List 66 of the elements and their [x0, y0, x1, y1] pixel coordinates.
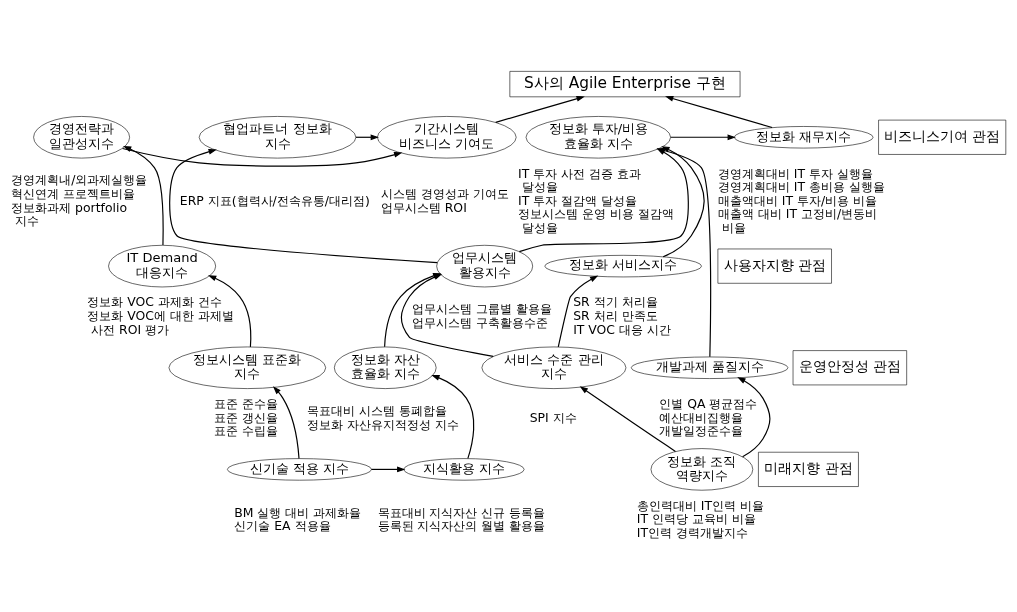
node-ellipse: 지식활용 지수	[403, 458, 525, 481]
node-ellipse: 신기술 적용 지수	[227, 458, 372, 481]
node-ellipse: 개발과제 품질지수	[630, 356, 789, 379]
node-label: 시스템 경영성과 기여도	[380, 186, 509, 202]
node-label: 혁신연계 프로젝트비율	[11, 186, 136, 202]
node-box: 비즈니스기여 관점	[878, 119, 1007, 155]
node-label: SPI 지수	[529, 409, 577, 425]
node-ellipse: 업무시스템 활용지수	[436, 245, 533, 288]
arrow	[431, 374, 475, 459]
arrow	[579, 386, 677, 452]
node-label: 표준 준수율	[214, 396, 279, 412]
node-ellipse: 서비스 수준 관리 지수	[481, 346, 627, 389]
node-label: 경영계획대비 IT 투자 실행율	[717, 165, 873, 181]
node-label: 업무시스템 그룹별 활용율	[412, 301, 553, 317]
node-label: 신기술 EA 적용율	[234, 518, 331, 534]
node-box: 사용자지향 관점	[717, 248, 832, 284]
arrow	[208, 275, 252, 348]
node-ellipse: 정보화 자산 효율화 지수	[334, 346, 437, 389]
node-label: 인별 QA 평균점수	[659, 396, 758, 412]
node-label: 매출액대비 IT 투자/비용 비율	[717, 192, 878, 208]
node-label: 경영계획대비 IT 총비용 실행율	[717, 179, 885, 195]
node-label: ERP 지표(협력사/전속유통/대리점)	[179, 192, 370, 208]
node-label: BM 실행 대비 과제화율	[234, 504, 362, 520]
node-label: 업무시스템 구축활용수준	[412, 314, 549, 330]
node-label: 경영계획내/외과제실행율	[11, 172, 148, 188]
arrow	[169, 148, 438, 264]
node-ellipse: 정보시스템 표준화 지수	[168, 346, 327, 389]
node-label: IT 투자 사전 검증 효과 달성율	[518, 165, 642, 195]
node-label: 표준 갱신율	[214, 409, 279, 425]
node-label: 매출액 대비 IT 고정비/변동비 비율	[717, 206, 878, 236]
node-ellipse: 정보화 조직 역량지수	[650, 448, 754, 491]
node-label: IT 투자 절감액 달성율	[518, 192, 638, 208]
arrow	[737, 377, 771, 458]
node-label: 예산대비집행율	[659, 409, 744, 425]
arrow	[665, 95, 773, 129]
node-ellipse: 정보화 서비스지수	[544, 255, 702, 278]
arrow	[557, 275, 599, 348]
node-label: 정보화 VOC에 대한 과제별 사전 ROI 평가	[87, 308, 234, 337]
node-box: S사의 Agile Enterprise 구현	[509, 71, 741, 98]
node-label: IT 인력당 교육비 비율	[636, 511, 756, 527]
node-label: 목표대비 시스템 통폐합율	[306, 402, 447, 418]
arrow	[495, 95, 585, 123]
arrow	[661, 146, 705, 258]
node-label: SR 처리 만족도	[573, 308, 658, 324]
node-label: 표준 수립율	[214, 423, 279, 439]
node-label: 업무시스템 ROI	[380, 199, 467, 215]
node-box: 미래지향 관점	[758, 451, 859, 487]
node-label: 정보화 자산유지적정성 지수	[306, 416, 459, 432]
arrow	[670, 134, 736, 141]
node-box: 운영안정성 관점	[792, 350, 907, 386]
node-label: SR 적기 처리율	[573, 294, 658, 310]
arrow	[121, 147, 403, 167]
node-label: 목표대비 지식자산 신규 등록율	[377, 504, 546, 520]
node-label: IT VOC 대응 시간	[573, 321, 671, 337]
node-label: 정보화 VOC 과제화 건수	[87, 294, 222, 310]
node-label: IT인력 경력개발지수	[636, 524, 748, 540]
arrow	[370, 466, 406, 473]
node-label: 등록된 지식자산의 월별 활용율	[377, 518, 546, 534]
arrow	[272, 386, 300, 460]
node-label: 총인력대비 IT인력 비율	[636, 497, 764, 513]
node-ellipse: 협업파트너 정보화 지수	[198, 116, 357, 159]
node-ellipse: 정보화 재무지수	[734, 126, 874, 149]
node-label: 정보화과제 portfolio 지수	[11, 199, 127, 229]
node-label: 개발일정준수율	[659, 423, 744, 439]
node-label: 정보시스템 운영 비용 절감액 달성율	[518, 206, 674, 236]
arrow	[122, 146, 164, 246]
